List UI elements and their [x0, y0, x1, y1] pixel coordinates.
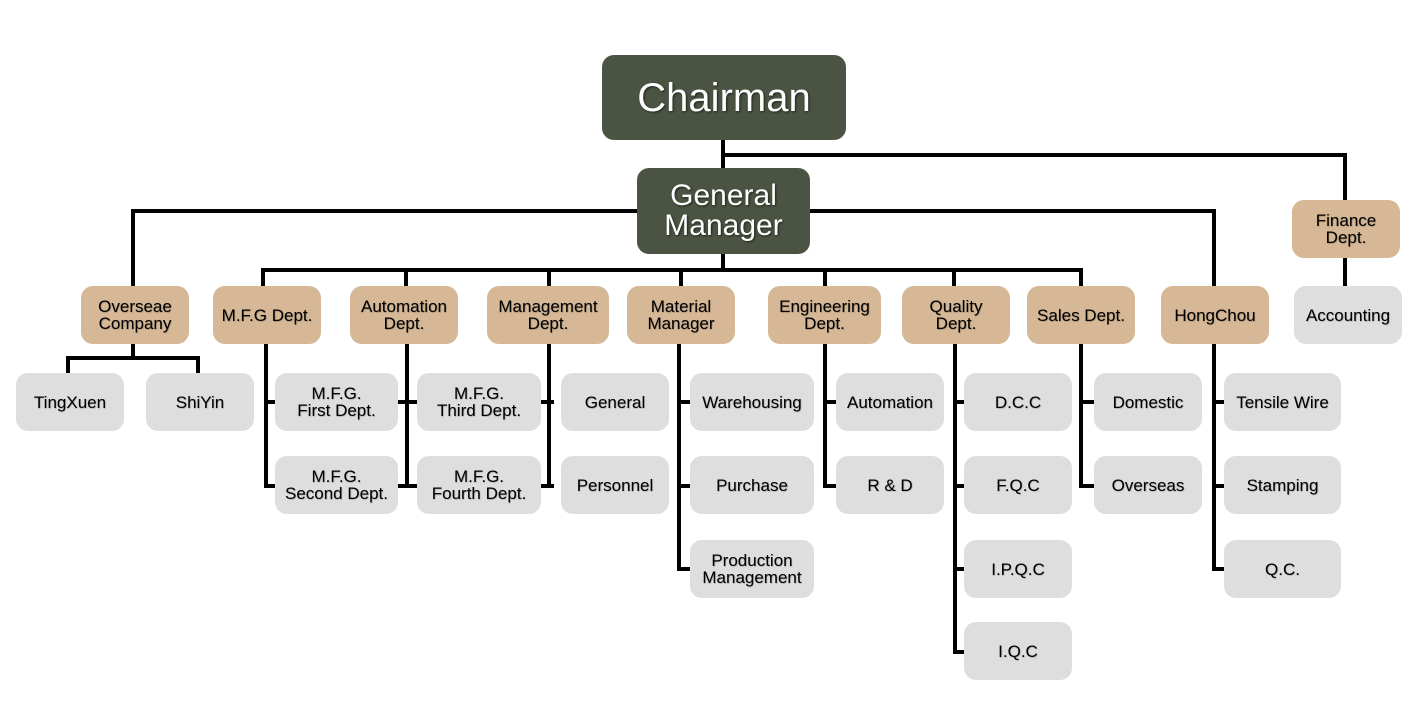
dept-box-material-manager: Material Manager	[627, 286, 735, 344]
accounting-box: Accounting	[1294, 286, 1402, 344]
unit-box: ShiYin	[146, 373, 254, 431]
general-manager-box: General Manager	[637, 168, 810, 254]
connector-gm-overseas	[131, 209, 135, 290]
unit-box: Q.C.	[1224, 540, 1341, 598]
connector-branch	[823, 484, 838, 488]
connector-branch	[1212, 484, 1226, 488]
unit-box: I.P.Q.C	[964, 540, 1072, 598]
dept-box-sales-dept: Sales Dept.	[1027, 286, 1135, 344]
dept-box-overseas-company: Overseae Company	[81, 286, 189, 344]
unit-box: M.F.G. Second Dept.	[275, 456, 398, 514]
connector-branch	[1212, 567, 1226, 571]
connector-branch	[677, 400, 692, 404]
connector-bus-dept	[679, 268, 683, 290]
connector-trunk	[405, 342, 409, 488]
connector-branch	[823, 400, 838, 404]
connector-overseas-children	[66, 356, 200, 360]
connector-branch	[677, 484, 692, 488]
finance-dept-box: Finance Dept.	[1292, 200, 1400, 258]
dept-box-management-dept: Management Dept.	[487, 286, 609, 344]
connector-branch	[547, 400, 554, 404]
dept-box-mfg-dept: M.F.G Dept.	[213, 286, 321, 344]
connector-chairman-finance	[721, 153, 1347, 157]
unit-box: M.F.G. First Dept.	[275, 373, 398, 431]
dept-box-automation-dept: Automation Dept.	[350, 286, 458, 344]
dept-box-engineering-dept: Engineering Dept.	[768, 286, 881, 344]
unit-box: Purchase	[690, 456, 814, 514]
connector-trunk	[1212, 342, 1216, 571]
unit-box: Production Management	[690, 540, 814, 598]
connector-chairman-finance	[1343, 153, 1347, 202]
unit-box: Automation	[836, 373, 944, 431]
connector-trunk	[677, 342, 681, 571]
unit-box: M.F.G. Fourth Dept.	[417, 456, 541, 514]
unit-box: Overseas	[1094, 456, 1202, 514]
connector-finance-accounting	[1343, 256, 1347, 290]
unit-box: Stamping	[1224, 456, 1341, 514]
unit-box: M.F.G. Third Dept.	[417, 373, 541, 431]
unit-box: Tensile Wire	[1224, 373, 1341, 431]
unit-box: TingXuen	[16, 373, 124, 431]
dept-box-hongchou: HongChou	[1161, 286, 1269, 344]
connector-branch	[1079, 484, 1096, 488]
connector-trunk	[264, 342, 268, 488]
chairman-box: Chairman	[602, 55, 846, 140]
connector-bus-dept	[823, 268, 827, 290]
connector-bus-dept	[404, 268, 408, 290]
connector-branch	[547, 484, 554, 488]
connector-branch	[1212, 400, 1226, 404]
unit-box: R & D	[836, 456, 944, 514]
unit-box: Warehousing	[690, 373, 814, 431]
dept-box-quality-dept: Quality Dept.	[902, 286, 1010, 344]
unit-box: D.C.C	[964, 373, 1072, 431]
connector-trunk	[1079, 342, 1083, 488]
connector-branch	[953, 484, 966, 488]
unit-box: F.Q.C	[964, 456, 1072, 514]
connector-trunk	[823, 342, 827, 488]
connector-overseas-children	[66, 356, 70, 376]
connector-branch	[953, 400, 966, 404]
connector-bus-dept	[547, 268, 551, 290]
connector-bus-dept	[261, 268, 265, 290]
connector-branch	[953, 650, 966, 654]
connector-branch	[677, 567, 692, 571]
connector-gm-lower	[721, 250, 725, 272]
unit-box: General	[561, 373, 669, 431]
connector-trunk	[953, 342, 957, 654]
connector-bus-dept	[952, 268, 956, 290]
connector-trunk	[547, 342, 551, 488]
unit-box: Personnel	[561, 456, 669, 514]
connector-branch	[953, 567, 966, 571]
connector-overseas-children	[131, 342, 135, 360]
connector-gm-lower-bus	[261, 268, 1083, 272]
unit-box: Domestic	[1094, 373, 1202, 431]
connector-branch	[1079, 400, 1096, 404]
connector-overseas-children	[196, 356, 200, 376]
connector-gm-hongchou	[1212, 209, 1216, 290]
unit-box: I.Q.C	[964, 622, 1072, 680]
connector-bus-dept	[1079, 268, 1083, 290]
